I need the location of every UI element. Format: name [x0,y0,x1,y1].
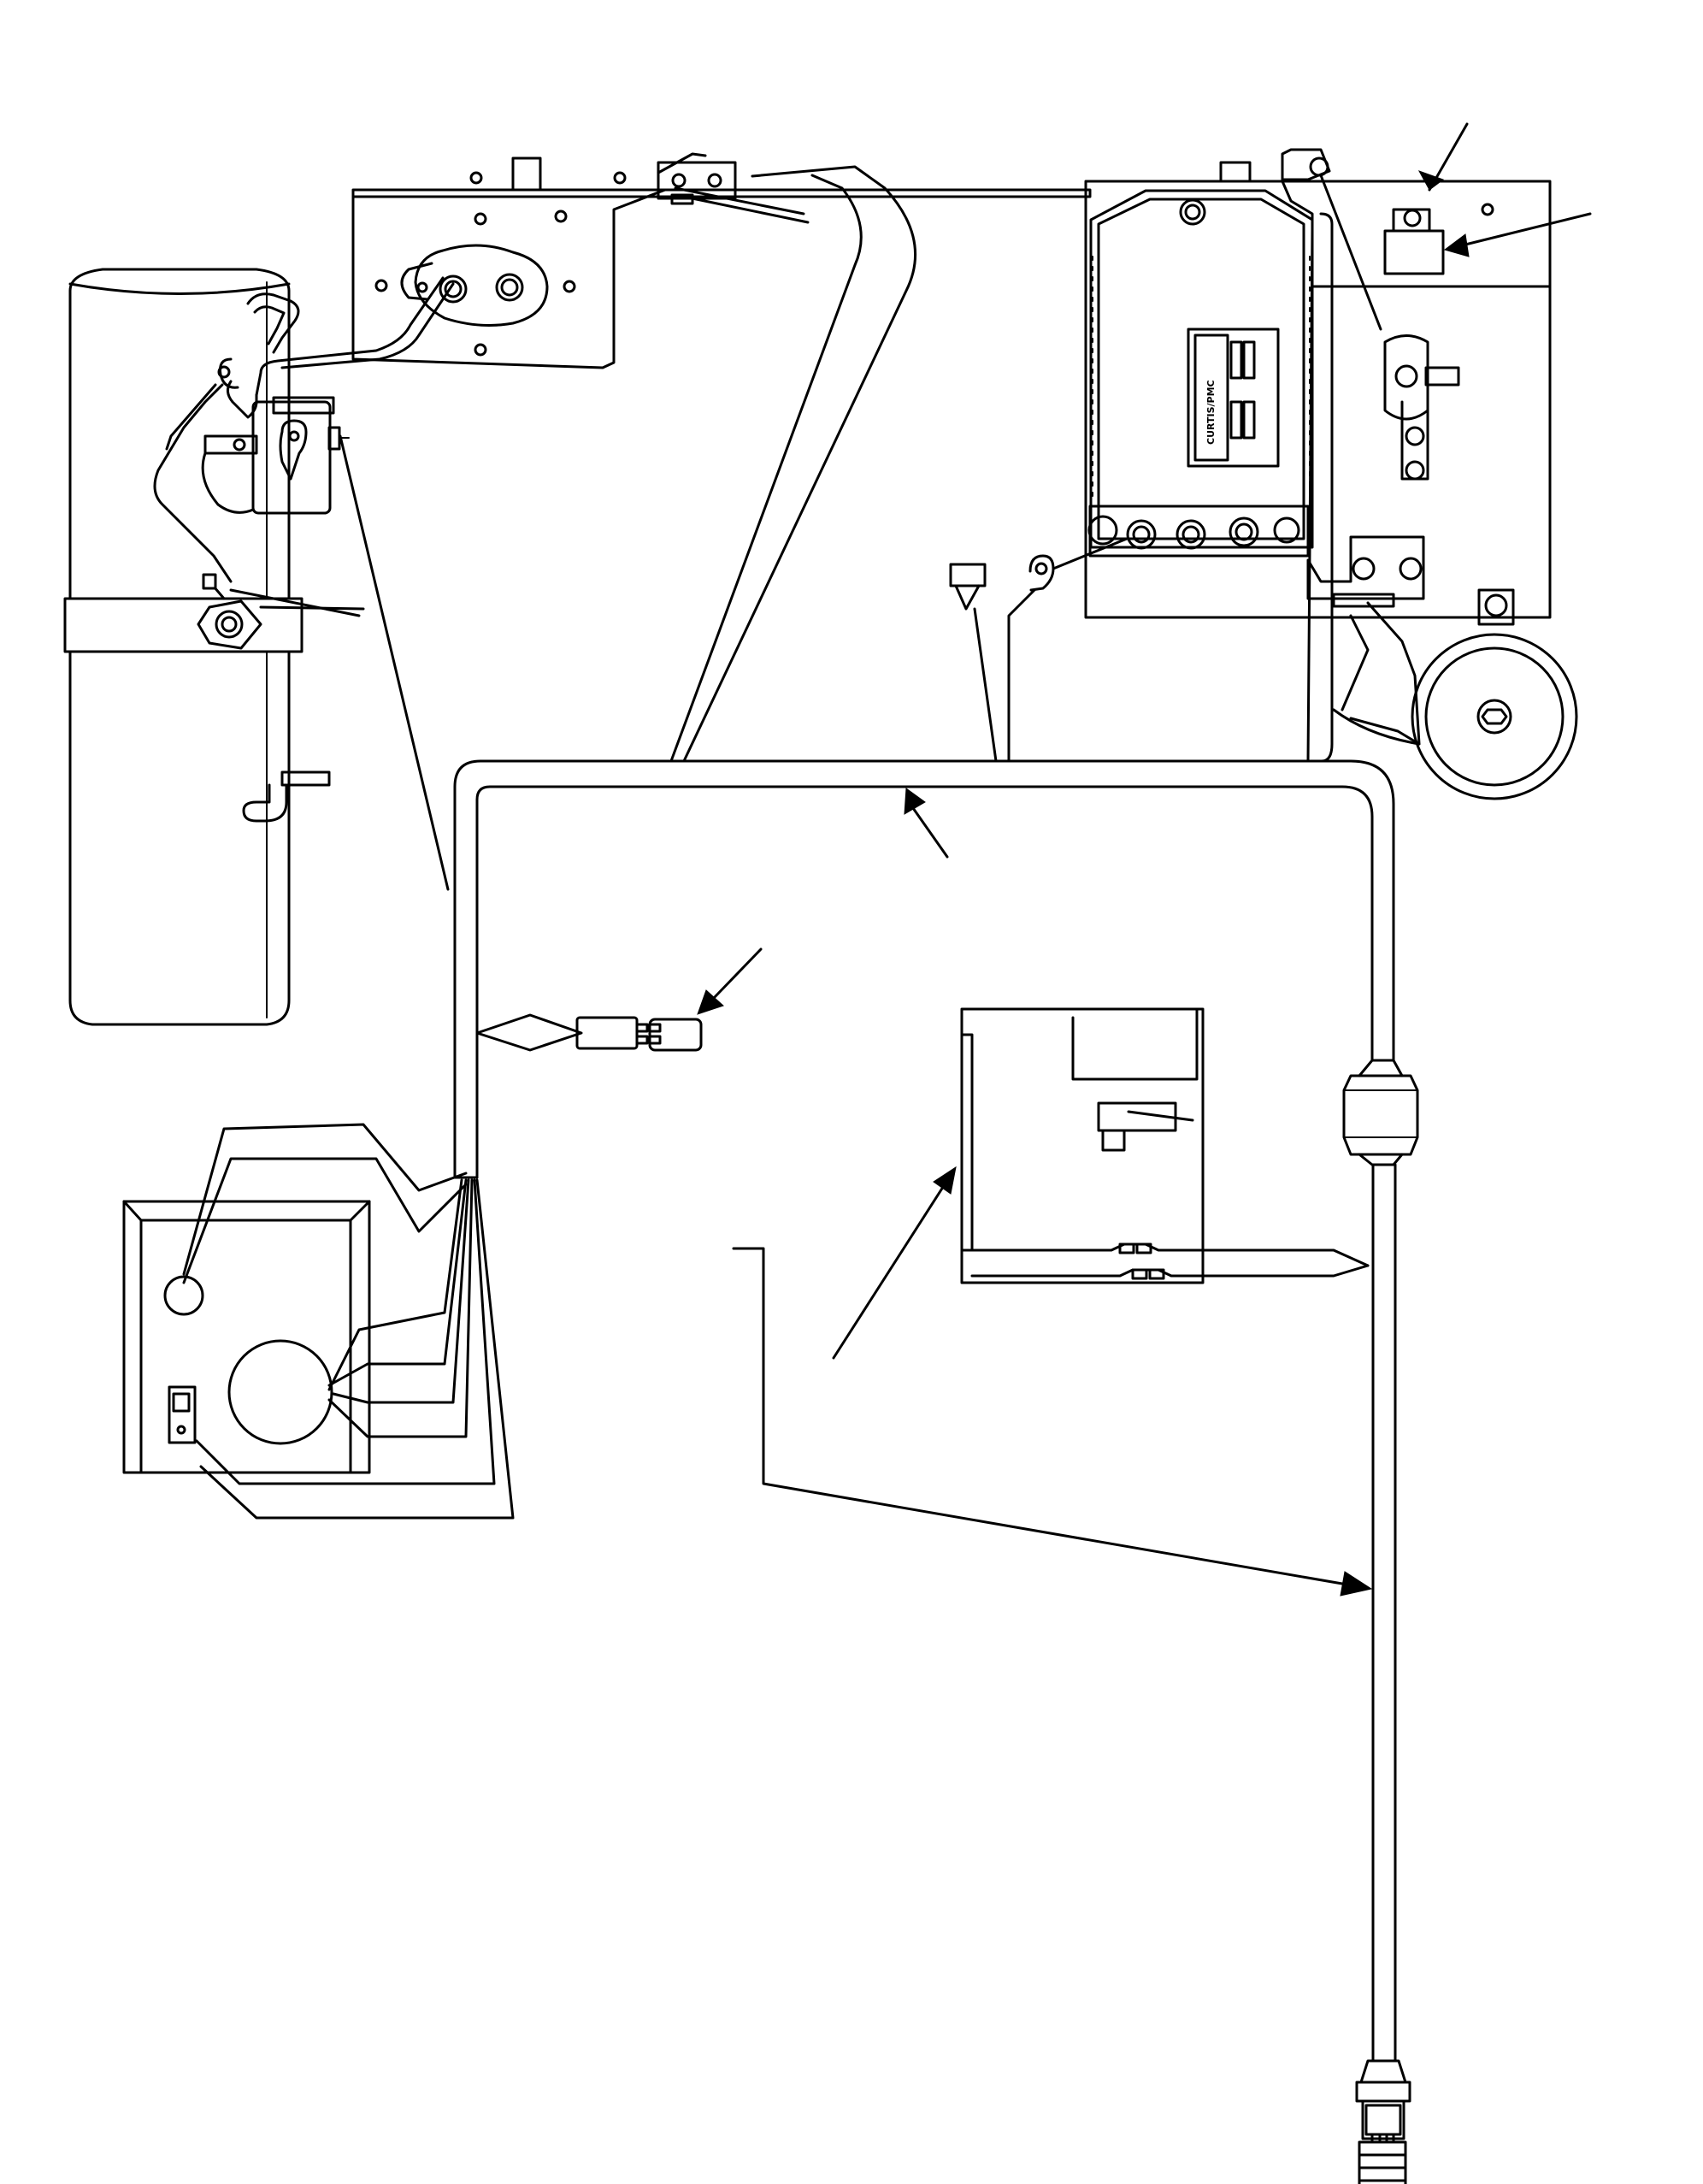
thermostat-assembly [962,1009,1368,1283]
motor-controller: CURTIS/PMC [1086,162,1550,617]
harness-trunk-lower [1344,1060,1417,2184]
pressure-switch-assembly [256,245,547,395]
arrow-head-1 [1419,171,1443,190]
main-wiring-harness [455,214,1394,1178]
controller-brand-label: CURTIS/PMC [1205,380,1217,445]
harness-branch-lines-left [231,436,448,889]
expansion-valve-assembly [155,294,349,599]
branch-connectors [951,539,1127,761]
horn [1334,603,1576,799]
inline-plug-connector [477,1015,701,1050]
receiver-tank [65,269,329,1024]
arrow-head-3 [905,788,925,814]
arrow-head-4 [698,990,723,1014]
arrow-head-5 [934,1167,956,1194]
arrow-head-6 [1341,1572,1371,1596]
control-panel [124,1124,513,1518]
harness-loop-wires [671,167,916,761]
contactor-assembly [1282,150,1550,624]
arrow-head-2 [1445,234,1469,257]
upper-mounting-plate [353,154,1090,368]
callout-arrows [698,124,1590,1596]
